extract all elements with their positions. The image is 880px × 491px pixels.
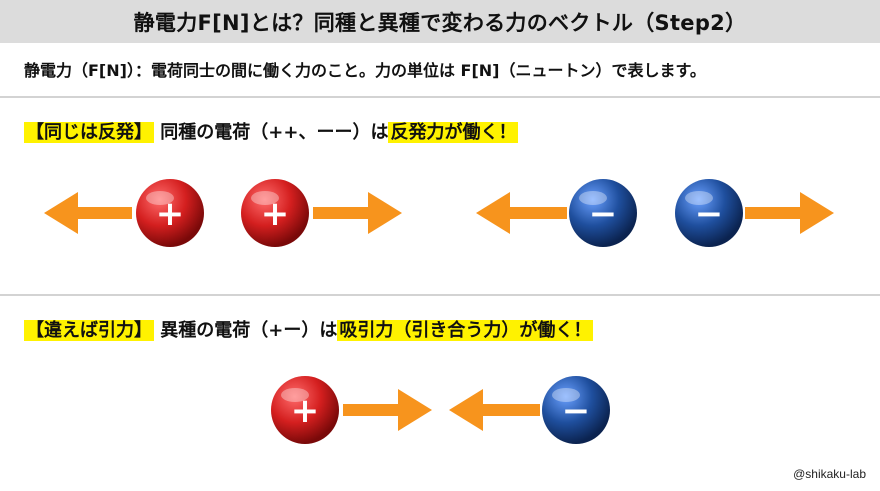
- charge-label: +: [156, 194, 185, 234]
- charge-label: +: [261, 194, 290, 234]
- arrow-left-icon: [44, 192, 132, 234]
- charge-label: −: [695, 194, 724, 234]
- credit-watermark: @shikaku-lab: [793, 467, 866, 481]
- attraction-highlight: 吸引力（引き合う力）が働く！: [337, 320, 594, 341]
- attraction-text: 異種の電荷（+ー）は: [160, 320, 338, 341]
- arrow-left-icon: [476, 192, 567, 234]
- divider-top: [0, 96, 880, 98]
- arrow-left-icon: [449, 389, 540, 431]
- attraction-heading: 【違えば引力】 異種の電荷（+ー）は吸引力（引き合う力）が働く！: [24, 316, 594, 342]
- title-bar: 静電力F[N]とは？同種と異種で変わる力のベクトル（Step2）: [0, 0, 880, 43]
- arrow-right-icon: [745, 192, 834, 234]
- repulsion-highlight: 反発力が働く！: [388, 122, 519, 143]
- attraction-tag: 【違えば引力】: [24, 320, 154, 341]
- repulsion-text: 同種の電荷（++、ーー）は: [160, 122, 389, 143]
- arrow-right-icon: [343, 389, 432, 431]
- page-title: 静電力F[N]とは？同種と異種で変わる力のベクトル（Step2）: [133, 10, 747, 35]
- negative-charge: −: [675, 179, 743, 247]
- definition-text: 静電力（F[N]）：電荷同士の間に働く力のこと。力の単位は F[N]（ニュートン…: [24, 61, 706, 80]
- repulsion-tag: 【同じは反発】: [24, 122, 154, 143]
- negative-charge: −: [569, 179, 637, 247]
- charge-label: −: [589, 194, 618, 234]
- positive-charge: +: [136, 179, 204, 247]
- negative-charge: −: [542, 376, 610, 444]
- repulsion-heading: 【同じは反発】 同種の電荷（++、ーー）は反発力が働く！: [24, 118, 519, 144]
- positive-charge: +: [241, 179, 309, 247]
- charge-label: +: [291, 391, 320, 431]
- divider-middle: [0, 294, 880, 296]
- charge-label: −: [562, 391, 591, 431]
- arrow-right-icon: [313, 192, 402, 234]
- positive-charge: +: [271, 376, 339, 444]
- repulsion-diagram: + + − −: [44, 179, 834, 247]
- attraction-diagram: + −: [271, 376, 610, 444]
